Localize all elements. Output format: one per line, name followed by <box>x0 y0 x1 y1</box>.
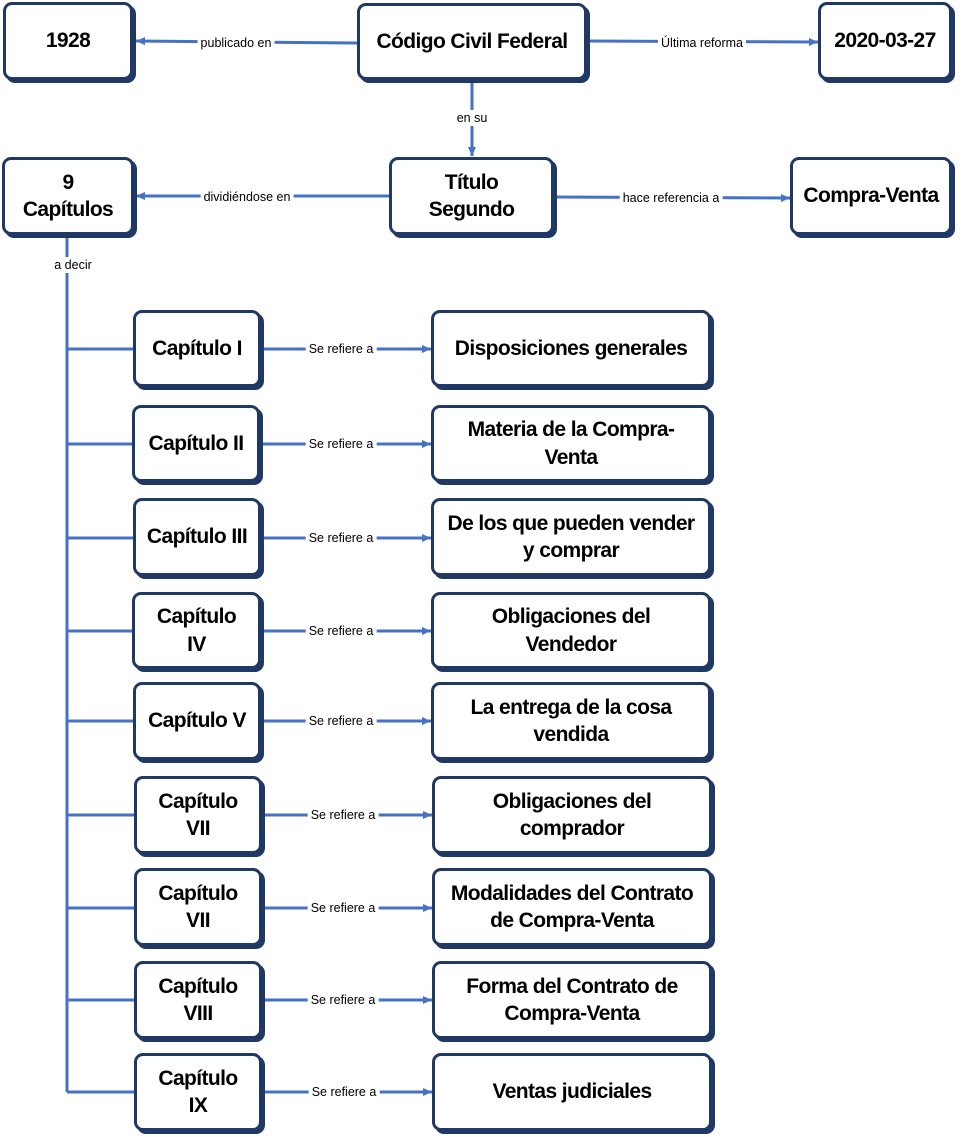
year-node: 1928 <box>3 2 133 80</box>
chapter-node: Capítulo VII <box>134 776 262 854</box>
chapter-topic-node: Forma del Contrato de Compra-Venta <box>432 961 712 1039</box>
chapter-node: Capítulo IV <box>132 592 261 669</box>
chapter-topic-node: Ventas judiciales <box>432 1053 712 1131</box>
chapter-topic-node: Modalidades del Contrato de Compra-Venta <box>432 868 712 946</box>
chapter-node: Capítulo III <box>133 498 261 576</box>
chapter-node: Capítulo II <box>132 405 260 482</box>
en-su-label: en su <box>453 110 491 126</box>
chapter-topic-node: Obligaciones del comprador <box>432 776 712 854</box>
refers-label: hace referencia a <box>619 190 723 206</box>
chapter-refers-label: Se refiere a <box>307 807 379 823</box>
chapter-refers-label: Se refiere a <box>305 623 377 639</box>
chapter-node: Capítulo V <box>133 682 261 760</box>
reform-label: Última reforma <box>658 35 746 51</box>
chapter-topic-node: Obligaciones del Vendedor <box>431 592 711 669</box>
compra-venta-node: Compra-Venta <box>790 157 952 235</box>
chapter-node: Capítulo I <box>133 310 261 387</box>
chapter-refers-label: Se refiere a <box>305 530 377 546</box>
chapter-topic-node: De los que pueden vender y comprar <box>431 498 711 576</box>
titulo-segundo-node: Título Segundo <box>389 157 554 235</box>
dividing-label: dividiéndose en <box>200 189 294 205</box>
reform-date-node: 2020-03-27 <box>818 2 952 80</box>
chapter-node: Capítulo VIII <box>134 961 262 1039</box>
chapter-topic-node: Disposiciones generales <box>431 310 711 387</box>
chapter-refers-label: Se refiere a <box>305 436 377 452</box>
chapter-refers-label: Se refiere a <box>307 992 379 1008</box>
chapter-node: Capítulo VII <box>134 868 262 946</box>
a-decir-label: a decir <box>51 257 95 273</box>
chapter-refers-label: Se refiere a <box>308 1084 380 1100</box>
codigo-civil-node: Código Civil Federal <box>357 3 587 80</box>
capitulos-node: 9 Capítulos <box>2 157 134 235</box>
chapter-refers-label: Se refiere a <box>307 900 379 916</box>
chapter-topic-node: Materia de la Compra-Venta <box>431 405 711 482</box>
chapter-node: Capítulo IX <box>134 1053 262 1131</box>
chapter-refers-label: Se refiere a <box>305 713 377 729</box>
chapter-topic-node: La entrega de la cosa vendida <box>431 682 711 760</box>
chapter-refers-label: Se refiere a <box>305 341 377 357</box>
published-label: publicado en <box>197 35 275 51</box>
